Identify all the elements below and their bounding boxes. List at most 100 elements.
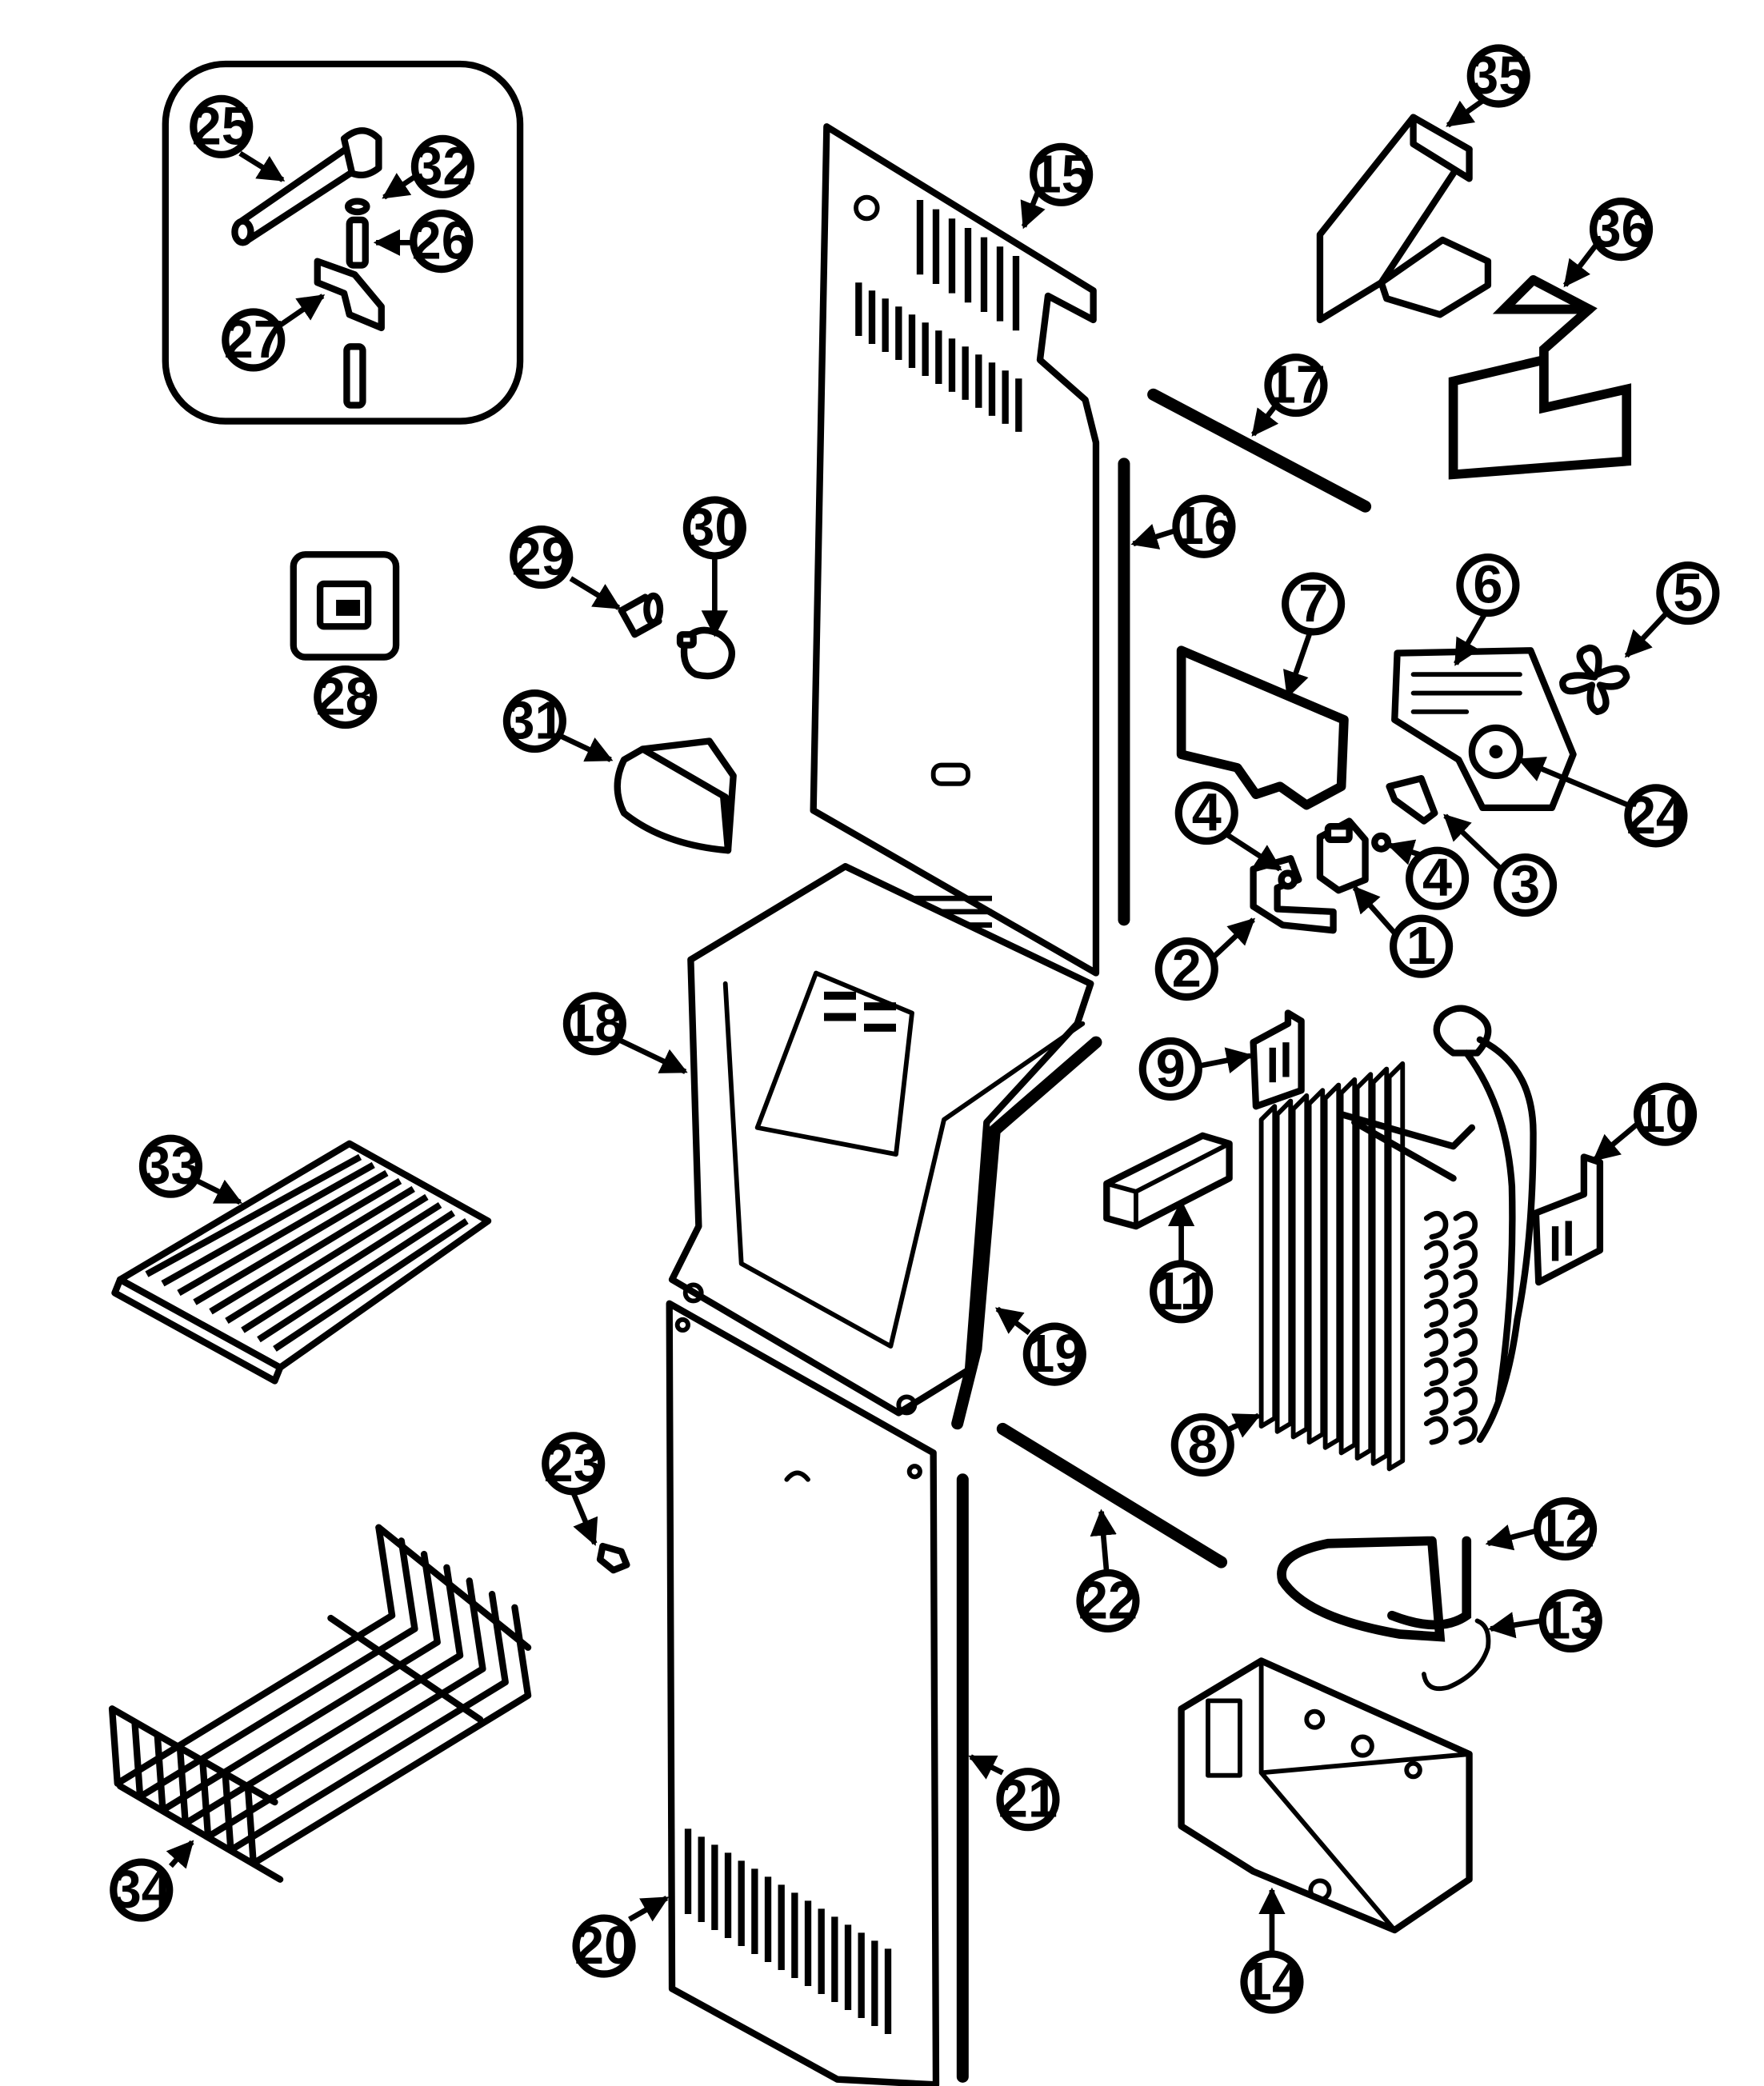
basket-wire [176,1564,464,1827]
svg-text:13: 13 [1541,1591,1600,1650]
svg-text:12: 12 [1535,1499,1594,1558]
svg-text:25: 25 [192,97,251,156]
shelf-bar [225,1193,429,1324]
callout-4a: 4 [1174,781,1238,845]
callout-5: 5 [1656,561,1720,625]
evaporator-fin [1338,1077,1358,1456]
svg-text:17: 17 [1266,356,1326,415]
svg-text:22: 22 [1078,1571,1138,1630]
evaporator-fin [1306,1088,1326,1445]
callout-7: 7 [1282,572,1346,636]
gasket-strip-22 [996,1422,1228,1568]
coil-bend [1423,1357,1449,1387]
coil-bend [1453,1240,1478,1269]
callout-19: 19 [1022,1322,1086,1386]
basket-rail [327,1614,484,1723]
basket-rail [108,1705,278,1806]
bracket-part-35 [1316,114,1492,324]
svg-text:6: 6 [1473,556,1502,615]
evaporator-cover-upper [810,123,1100,977]
coil-bend [1453,1416,1478,1445]
basket-rail [375,1524,532,1651]
svg-text:4: 4 [1192,784,1222,843]
coil-bend [1423,1416,1449,1445]
callout-20: 20 [572,1914,636,1978]
nut-part-4a [1278,869,1298,890]
svg-text:26: 26 [412,212,471,271]
svg-text:19: 19 [1025,1325,1084,1384]
shelf-bar [161,1161,375,1287]
coil-bend [1423,1210,1449,1240]
callout-28: 28 [314,665,378,729]
svg-text:18: 18 [565,994,624,1053]
callout-8: 8 [1170,1413,1234,1477]
callout-32: 32 [410,134,474,198]
svg-text:35: 35 [1469,46,1528,106]
callout-26: 26 [410,210,474,274]
svg-text:16: 16 [1174,497,1234,556]
svg-text:30: 30 [685,498,744,557]
svg-text:5: 5 [1673,564,1702,623]
svg-text:36: 36 [1591,200,1650,259]
duct-cover-part-18 [668,863,1094,1417]
fan-motor-part-1 [1316,817,1369,894]
coil-bend [1423,1298,1449,1328]
drain-pan-part-14 [1178,1657,1473,1934]
shelf-bar [177,1169,389,1297]
coil-bend [1423,1386,1449,1416]
evaporator-fin [1370,1066,1390,1466]
callout-30: 30 [682,496,746,560]
callout-16: 16 [1172,494,1236,558]
evaporator-fin [1274,1098,1294,1434]
svg-text:21: 21 [998,1770,1058,1829]
svg-text:2: 2 [1172,940,1202,999]
basket-wire [244,1604,532,1867]
evaporator-fin [1290,1093,1310,1440]
callout-15: 15 [1030,142,1094,206]
callout-6: 6 [1456,553,1520,617]
bracket-part-3 [1386,775,1438,825]
coil-bend [1453,1210,1478,1240]
svg-text:20: 20 [574,1916,634,1976]
bracket-part-10 [1532,1153,1604,1286]
svg-text:7: 7 [1298,574,1328,633]
callout-17: 17 [1264,354,1328,418]
svg-text:9: 9 [1156,1039,1186,1098]
callout-1: 1 [1390,914,1454,978]
bracket-part-2 [1250,855,1337,934]
plate-part-7 [1176,645,1349,810]
clip-part-13 [1421,1618,1491,1692]
callout-2: 2 [1154,937,1218,1001]
evaporator-fin [1258,1104,1278,1429]
gasket-part-19 [951,1036,1102,1430]
shelf-bar [273,1218,469,1352]
svg-text:10: 10 [1635,1085,1694,1144]
svg-text:3: 3 [1510,856,1540,915]
coil-bend [1423,1240,1449,1269]
svg-text:14: 14 [1242,1952,1302,2012]
svg-text:34: 34 [112,1860,171,1920]
svg-text:33: 33 [141,1137,200,1196]
svg-text:4: 4 [1422,849,1452,908]
callout-18: 18 [562,992,626,1056]
block-part-11 [1103,1132,1233,1230]
callout-25: 25 [190,94,254,158]
wire-bracket-part-36 [1448,275,1632,480]
evaporator-coil-part-8 [1258,1005,1537,1472]
callout-22: 22 [1076,1568,1140,1632]
basket-wire [131,1537,418,1800]
svg-text:27: 27 [224,310,283,370]
callout-10: 10 [1633,1082,1698,1146]
evaporator-fin [1354,1072,1374,1461]
callout-3: 3 [1493,853,1558,917]
shelf-bar [193,1177,402,1305]
nut-part-4b [1371,832,1392,853]
callout-4b: 4 [1405,846,1470,910]
callout-33: 33 [138,1134,203,1198]
basket-wire [108,1524,396,1787]
svg-text:31: 31 [505,692,564,751]
callout-21: 21 [996,1768,1060,1832]
coil-bend [1453,1386,1478,1416]
bracket-part-9 [1250,1009,1305,1110]
svg-text:1: 1 [1406,917,1436,976]
